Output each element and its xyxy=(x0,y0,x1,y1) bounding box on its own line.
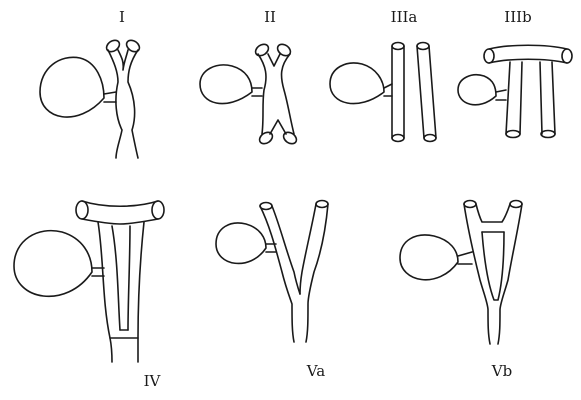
panel-type-5b: Vb xyxy=(400,201,522,381)
label-type-4: IV xyxy=(144,372,162,390)
bile-duct-5b xyxy=(464,201,522,345)
gallbladder-5b xyxy=(400,235,472,280)
panel-type-3b: IIIb xyxy=(458,8,572,138)
bile-duct-1 xyxy=(104,38,141,158)
panel-type-5a: Va xyxy=(216,201,328,381)
bile-duct-5a xyxy=(260,201,328,343)
panel-type-3a: IIIa xyxy=(330,8,436,142)
gallbladder-5a xyxy=(216,223,276,263)
label-type-3b: IIIb xyxy=(504,8,531,26)
gallbladder-3b xyxy=(458,75,506,105)
label-type-1: I xyxy=(119,8,125,26)
label-type-3a: IIIa xyxy=(391,8,418,26)
gallbladder-2 xyxy=(200,65,262,104)
bile-duct-2 xyxy=(253,42,298,146)
bile-duct-4 xyxy=(76,201,164,362)
label-type-5b: Vb xyxy=(491,362,512,380)
gallbladder-3a xyxy=(330,63,392,104)
label-type-2: II xyxy=(264,8,276,26)
panel-type-4: IV xyxy=(14,201,164,390)
label-type-5a: Va xyxy=(306,362,325,380)
gallbladder-4 xyxy=(14,231,104,297)
panel-type-1: I xyxy=(40,8,142,158)
gallbladder-1 xyxy=(40,57,116,117)
bile-duct-3a xyxy=(392,43,436,142)
panel-type-2: II xyxy=(200,8,299,146)
